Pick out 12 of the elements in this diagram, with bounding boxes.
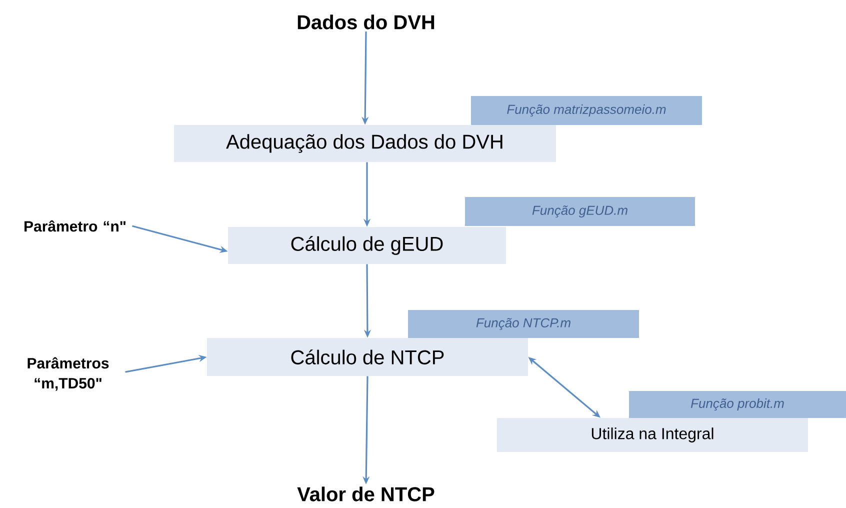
function-tab: Função gEUD.m [465, 197, 695, 226]
process-box: Cálculo de gEUD [228, 226, 506, 264]
heading-text: Valor de NTCP [297, 486, 434, 502]
function-tab: Função matrizpassomeio.m [471, 96, 702, 125]
function-tab: Função NTCP.m [408, 310, 639, 338]
heading-text: Dados do DVH [298, 14, 434, 30]
parameter-label: Parâmetros “m,TD50" [28, 357, 109, 391]
function-tab: Função probit.m [629, 390, 846, 418]
process-box: Cálculo de NTCP [207, 338, 528, 376]
process-box: Adequação dos Dados do DVH [174, 125, 556, 162]
parameter-label: Parâmetro “n" [24, 220, 126, 232]
process-box: Utiliza na Integral [497, 418, 808, 452]
